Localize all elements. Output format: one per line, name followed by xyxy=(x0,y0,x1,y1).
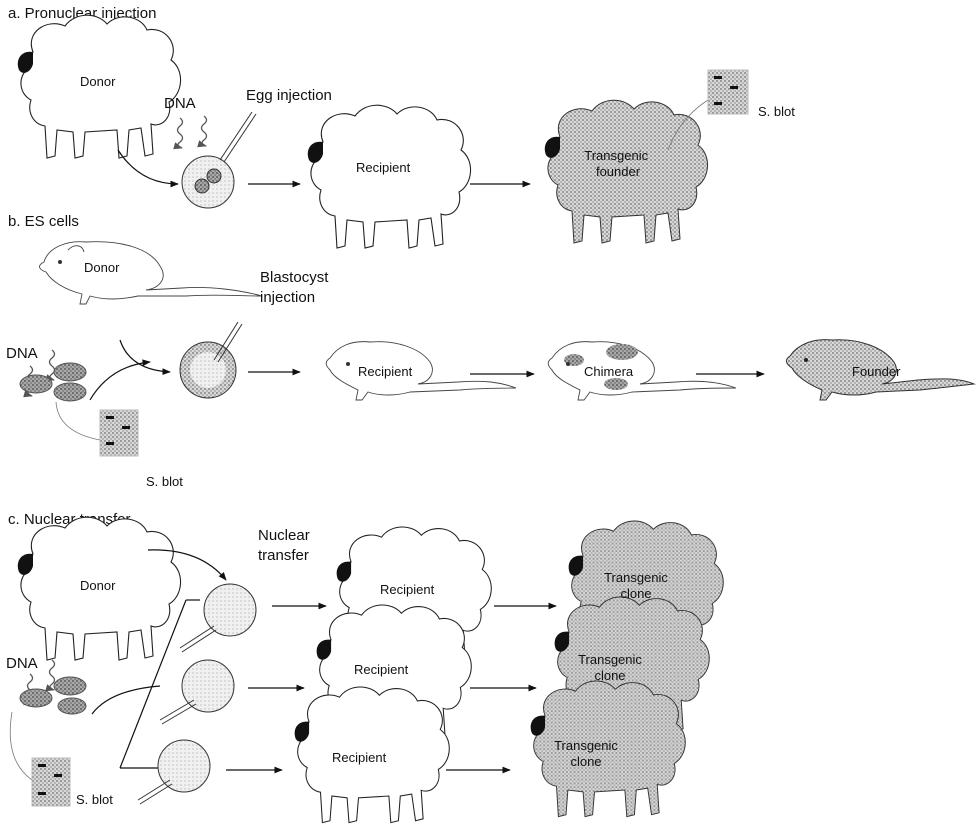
blastocyst-injection-label: Blastocyst injection xyxy=(260,269,333,306)
panel-b-heading: b. ES cells xyxy=(8,213,79,230)
donor-label-a: Donor xyxy=(80,74,116,89)
dna-label-b: DNA xyxy=(6,345,38,362)
oocyte-c-3 xyxy=(138,740,210,804)
chimera-label-b: Chimera xyxy=(584,364,634,379)
donor-label-c: Donor xyxy=(80,578,116,593)
blot-leader-c xyxy=(10,712,32,780)
dna-waves-a xyxy=(178,116,207,148)
blot-leader-b xyxy=(56,402,100,440)
blot-label-b: S. blot xyxy=(146,474,183,489)
dna-label-a: DNA xyxy=(164,95,196,112)
blot-label-a: S. blot xyxy=(758,104,795,119)
chimera-mouse-b xyxy=(548,342,736,400)
arrow-cells-to-blastocyst xyxy=(90,362,150,400)
blot-label-c: S. blot xyxy=(76,792,113,807)
blastocyst-b xyxy=(180,322,242,398)
recipient-mouse-b xyxy=(326,342,516,400)
oocyte-c-1 xyxy=(180,584,256,652)
recipient-label-c-3: Recipient xyxy=(332,750,387,765)
recipient-label-c-2: Recipient xyxy=(354,662,409,677)
egg-cell-a xyxy=(182,112,256,208)
donor-mouse-b xyxy=(40,242,262,304)
recipient-sheep-a xyxy=(308,105,471,248)
founder-label-b: Founder xyxy=(852,364,901,379)
recipient-label-a: Recipient xyxy=(356,160,411,175)
oocyte-c-2 xyxy=(160,660,234,724)
donor-label-b: Donor xyxy=(84,260,120,275)
southern-blot-a xyxy=(708,70,748,114)
arrow-cells-to-eggs-c xyxy=(92,686,160,714)
southern-blot-c xyxy=(32,758,70,806)
southern-blot-b xyxy=(100,410,138,456)
recipient-label-c-1: Recipient xyxy=(380,582,435,597)
egg-injection-label: Egg injection xyxy=(246,87,332,104)
recipient-label-b: Recipient xyxy=(358,364,413,379)
nuclear-transfer-label: Nuclear transfer xyxy=(258,527,314,564)
dna-label-c: DNA xyxy=(6,655,38,672)
